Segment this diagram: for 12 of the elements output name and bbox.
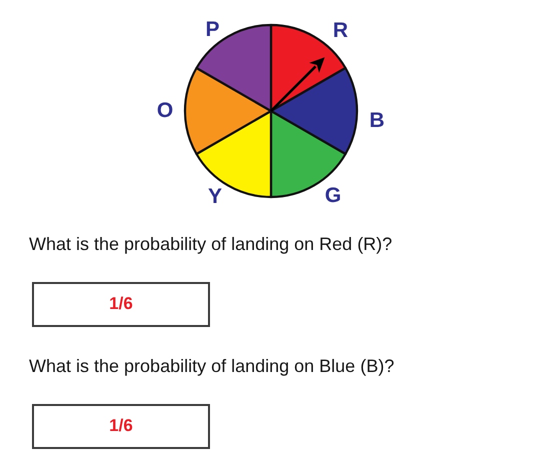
sector-letter: G — [324, 184, 342, 206]
sector-letter: Y — [208, 186, 222, 206]
answer-box — [32, 404, 210, 449]
sector-letter: P — [206, 18, 220, 40]
sector-letter: B — [369, 110, 385, 130]
sector-letter: R — [332, 20, 348, 40]
question-text: What is the probability of landing on Red (R)? — [29, 234, 392, 256]
answer-box — [32, 282, 210, 327]
answer-text: 1/6 — [109, 416, 133, 437]
question-text: What is the probability of landing on Blue (B)? — [29, 356, 394, 378]
sector-letter: O — [156, 100, 174, 121]
answer-text: 1/6 — [109, 294, 133, 315]
